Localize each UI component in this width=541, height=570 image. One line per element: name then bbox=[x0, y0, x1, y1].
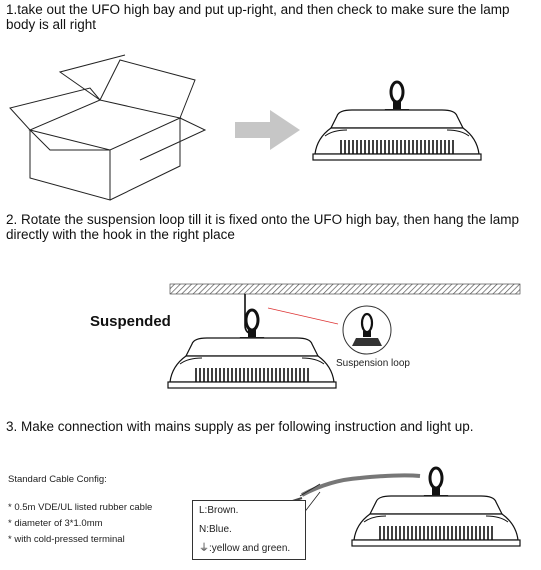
pointer-line bbox=[267, 307, 339, 325]
step-1-text: 1.take out the UFO high bay and put up-r… bbox=[6, 2, 510, 32]
cable-bullet: * diameter of 3*1.0mm bbox=[8, 518, 103, 529]
bullet-icon: * bbox=[8, 518, 15, 529]
cable-config-title: Standard Cable Config: bbox=[8, 474, 107, 485]
ceiling-beam bbox=[169, 283, 521, 295]
box-illustration bbox=[9, 54, 207, 201]
suspension-loop-label: Suspension loop bbox=[336, 358, 410, 369]
wire-legend-box: L:Brown. N:Blue. ⏚:yellow and green. bbox=[192, 500, 306, 560]
ufo-lamp-step3 bbox=[350, 466, 522, 548]
bullet-icon: * bbox=[8, 502, 15, 513]
legend-neutral: N:Blue. bbox=[199, 524, 232, 535]
cable-bullet: * with cold-pressed terminal bbox=[8, 534, 125, 545]
legend-live: L:Brown. bbox=[199, 505, 239, 516]
ufo-lamp-step1 bbox=[311, 80, 483, 162]
ufo-lamp-step2 bbox=[166, 308, 338, 390]
step-2-text: 2. Rotate the suspension loop till it is… bbox=[6, 212, 520, 242]
suspended-label: Suspended bbox=[90, 313, 171, 330]
ground-icon: ⏚ bbox=[199, 543, 209, 554]
arrow-icon bbox=[235, 110, 300, 150]
legend-earth: ⏚:yellow and green. bbox=[199, 543, 291, 554]
cable-bullet-list: * 0.5m VDE/UL listed rubber cable * diam… bbox=[8, 500, 152, 548]
bullet-icon: * bbox=[8, 534, 15, 545]
cable-bullet: * 0.5m VDE/UL listed rubber cable bbox=[8, 502, 153, 513]
step-3-text: 3. Make connection with mains supply as … bbox=[6, 419, 474, 434]
suspension-loop-detail bbox=[342, 305, 392, 355]
